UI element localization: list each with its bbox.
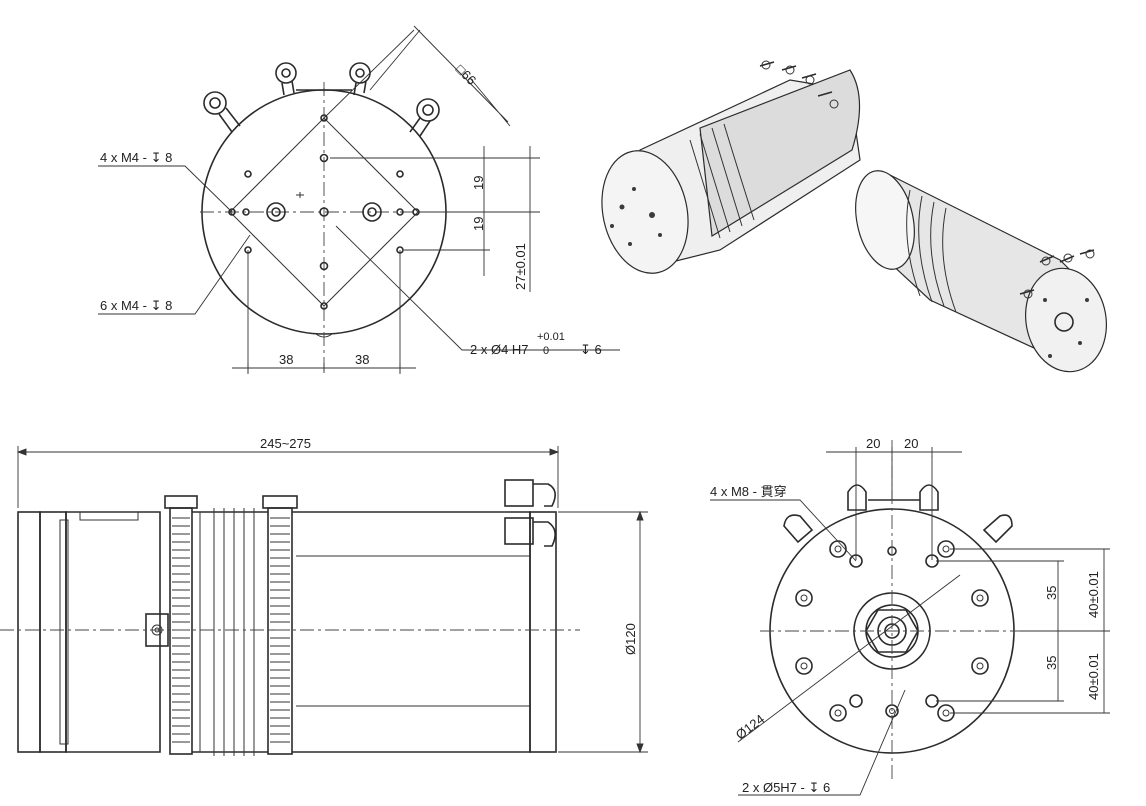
isometric-render-right [855, 170, 1108, 373]
dim-40-lower: 40±0.01 [1086, 653, 1101, 700]
pin-depth-symbol: ↧ [580, 342, 595, 357]
flange-holes [228, 88, 420, 310]
pin-callout: 2 x Ø4 H7 [470, 342, 529, 357]
dim-19-upper: 19 [471, 176, 486, 190]
diameter-124-label: Ø124 [733, 711, 767, 742]
length-dim-label: 245~275 [260, 436, 311, 451]
lug-fittings [203, 62, 440, 137]
dim-35-lower: 35 [1044, 656, 1059, 670]
depth-symbol-bottom: ↧ [151, 298, 166, 313]
dim-19-lower: 19 [471, 217, 486, 231]
dim-27: 27±0.01 [513, 243, 528, 290]
isometric-render-left [601, 60, 861, 274]
flange-view [98, 25, 620, 374]
callout-m4-bottom: 6 x M4 - ↧ 8 [100, 298, 172, 313]
pin-tolerance-upper: +0.01 [537, 331, 565, 343]
dim-35-upper: 35 [1044, 586, 1059, 600]
pin-depth: ↧ 6 [580, 342, 602, 357]
dim-40-upper: 40±0.01 [1086, 571, 1101, 618]
side-view [0, 446, 648, 756]
end-view [710, 440, 1110, 796]
clamp-band-texture [172, 517, 290, 743]
callout-m4-top: 4 x M4 - ↧ 8 [100, 150, 172, 165]
pin-callout-end: 2 x Ø5H7 - ↧ 6 [742, 780, 830, 795]
thread-callout: 4 x M8 - 貫穿 [710, 484, 787, 499]
pin-depth-symbol-end: ↧ [808, 780, 823, 795]
diameter-120-label: Ø120 [623, 623, 638, 655]
pin-tolerance-lower: 0 [543, 345, 549, 357]
dim-20-left: 20 [866, 436, 880, 451]
dim-38-left: 38 [279, 352, 293, 367]
dim-38-right: 38 [355, 352, 369, 367]
depth-symbol-top: ↧ [151, 150, 166, 165]
dim-20-right: 20 [904, 436, 918, 451]
